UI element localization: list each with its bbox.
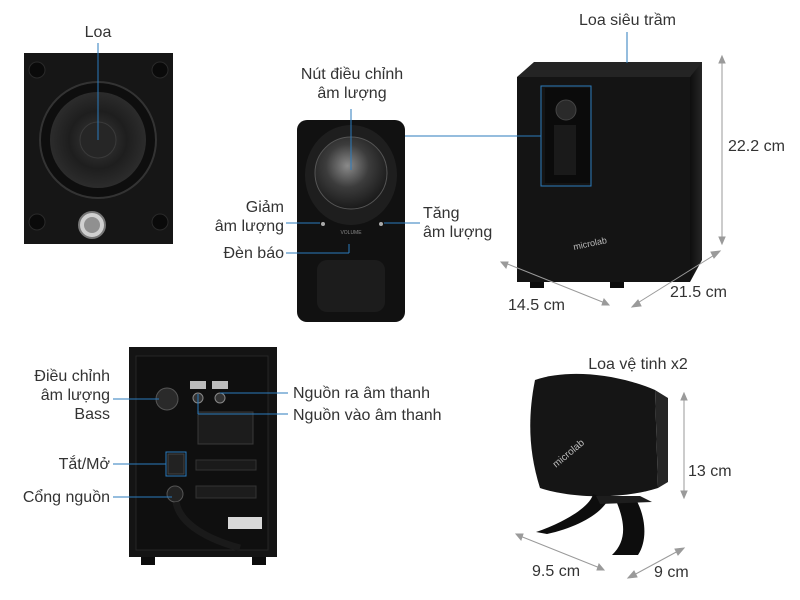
bass-knob <box>155 387 179 411</box>
label-audio-out: Nguồn ra âm thanh <box>293 385 430 402</box>
subwoofer-height: 22.2 cm <box>728 138 785 155</box>
label-bass-control: Điều chỉnh âm lượng Bass <box>34 368 110 423</box>
satellite-width: 9.5 cm <box>532 563 581 580</box>
subwoofer-depth: 21.5 cm <box>670 284 727 301</box>
label-satellite: Loa vệ tinh x2 <box>588 356 688 373</box>
label-loa: Loa <box>84 24 112 41</box>
label-audio-in: Nguồn vào âm thanh <box>293 407 442 424</box>
label-power-switch: Tắt/Mở <box>58 456 110 473</box>
back-panel-illustration <box>129 347 277 565</box>
satellite-depth: 9 cm <box>654 564 689 581</box>
satellite-illustration: microlab <box>530 373 668 555</box>
dimension-lines <box>499 54 726 579</box>
satellite-height: 13 cm <box>688 463 732 480</box>
label-subwoofer: Loa siêu trầm <box>579 12 676 29</box>
callout-lines <box>97 32 628 498</box>
volume-panel-illustration: VOLUME <box>297 120 405 322</box>
label-volume-up: Tăng âm lượng <box>423 205 493 241</box>
label-indicator-light: Đèn báo <box>223 245 285 262</box>
label-power-port: Cổng nguồn <box>22 489 110 506</box>
subwoofer-width: 14.5 cm <box>508 297 565 314</box>
subwoofer-illustration: microlab <box>517 62 702 288</box>
label-volume-down: Giảm âm lượng <box>214 199 284 235</box>
label-volume-knob: Nút điều chỉnh âm lượng <box>300 66 404 102</box>
knob-text: VOLUME <box>340 230 362 236</box>
